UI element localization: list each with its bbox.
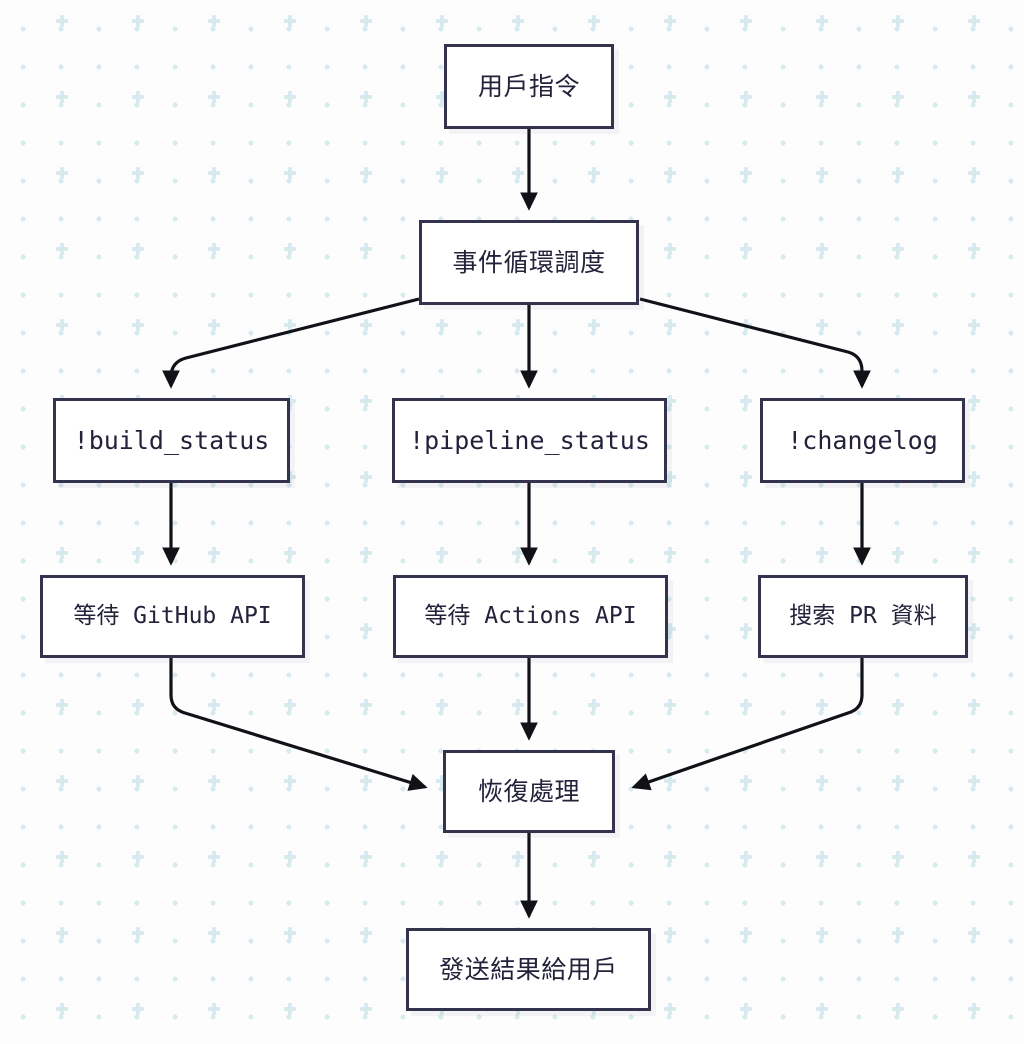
node-label: 搜索 PR 資料	[789, 602, 937, 629]
node-label: 發送結果給用戶	[439, 954, 618, 984]
edge-search-pr-to-recover	[631, 658, 864, 791]
node-build-status[interactable]: !build_status	[53, 398, 290, 483]
node-label: 事件循環調度	[452, 247, 606, 277]
node-pipeline-status[interactable]: !pipeline_status	[392, 398, 667, 483]
node-user-cmd[interactable]: 用戶指令	[444, 44, 614, 129]
node-label: 等待 GitHub API	[73, 602, 272, 629]
node-recover[interactable]: 恢復處理	[443, 750, 615, 833]
node-label: 用戶指令	[477, 71, 580, 101]
node-wait-actions[interactable]: 等待 Actions API	[393, 575, 668, 658]
node-label: !build_status	[73, 425, 270, 455]
node-label: !changelog	[787, 425, 938, 455]
node-changelog[interactable]: !changelog	[760, 398, 965, 483]
node-wait-github[interactable]: 等待 GitHub API	[40, 575, 305, 658]
node-event-loop[interactable]: 事件循環調度	[419, 220, 639, 305]
node-send-result[interactable]: 發送結果給用戶	[406, 928, 651, 1011]
edge-wait-github-to-recover	[169, 658, 428, 791]
edge-event-loop-to-build-status	[162, 297, 420, 389]
node-search-pr[interactable]: 搜索 PR 資料	[758, 575, 968, 658]
node-label: 恢復處理	[477, 776, 580, 806]
edge-event-loop-to-changelog	[639, 297, 871, 389]
node-label: 等待 Actions API	[424, 602, 637, 629]
node-label: !pipeline_status	[409, 425, 650, 455]
